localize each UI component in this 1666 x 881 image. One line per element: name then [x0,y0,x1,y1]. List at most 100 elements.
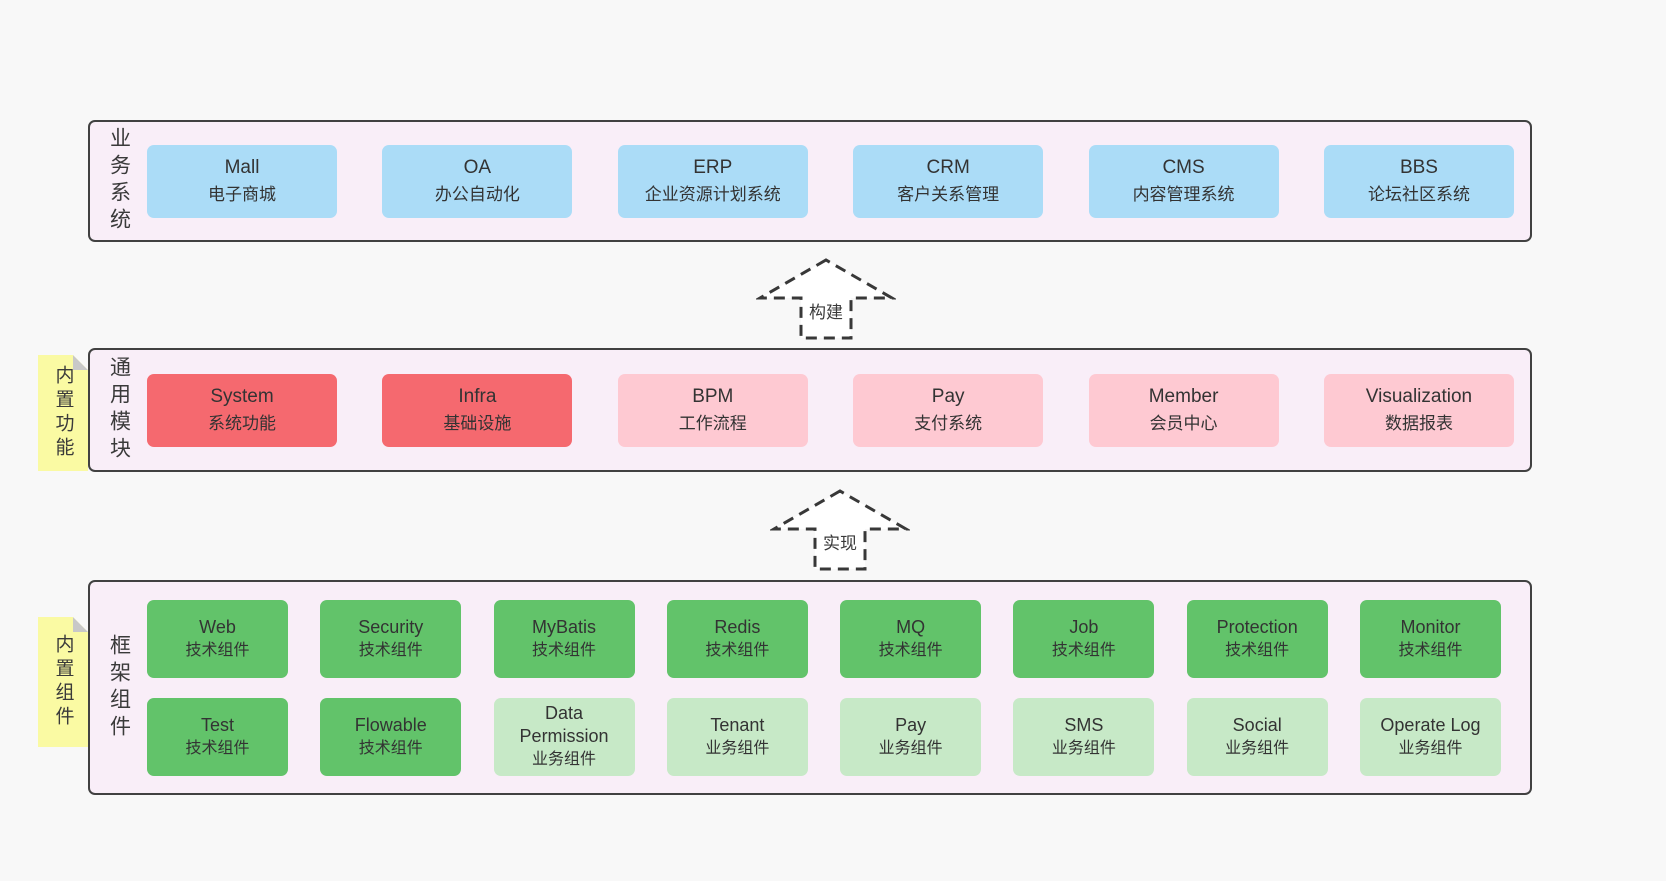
box-crm: CRM 客户关系管理 [853,144,1044,218]
box-title: MyBatis [532,616,597,637]
box-title: Web [199,616,236,637]
box-operate-log: Operate Log 业务组件 [1359,697,1501,776]
box-oa: OA 办公自动化 [382,144,573,218]
box-data-permission: Data Permission 业务组件 [493,697,635,776]
arrow-build-label: 构建 [806,298,846,323]
box-subtitle: 办公自动化 [434,185,520,204]
box-bbs: BBS 论坛社区系统 [1323,144,1514,218]
box-mybatis: MyBatis 技术组件 [493,599,635,678]
box-subtitle: 技术组件 [705,641,770,659]
note-text: 内置功能 [52,365,74,461]
note-fold-corner-icon [73,355,88,370]
box-subtitle: 技术组件 [185,739,250,757]
box-subtitle: 技术组件 [358,739,423,757]
box-title: Data Permission [519,703,609,746]
box-title: Security [358,616,424,637]
box-web: Web 技术组件 [147,599,288,678]
box-title: CRM [926,157,970,178]
box-title: Visualization [1365,386,1473,407]
arrow-build: 构建 [756,256,896,342]
box-title: Mall [224,157,260,178]
box-title: Pay [931,386,965,407]
box-subtitle: 业务组件 [532,751,597,768]
box-system: System 系统功能 [147,373,337,447]
box-subtitle: 企业资源计划系统 [644,185,781,204]
box-subtitle: 会员中心 [1149,414,1218,433]
box-title: BPM [692,386,734,407]
box-social: Social 业务组件 [1186,697,1328,776]
box-title: OA [463,157,492,178]
box-subtitle: 数据报表 [1384,414,1453,433]
box-subtitle: 内容管理系统 [1132,185,1235,204]
layer-common-modules: 通用模块 System 系统功能 Infra 基础设施 BPM 工作流程 Pay… [88,348,1532,472]
box-subtitle: 业务组件 [705,739,770,757]
box-mall: Mall 电子商城 [147,144,337,218]
box-subtitle: 技术组件 [878,641,943,659]
box-subtitle: 电子商城 [208,185,276,204]
box-title: Tenant [710,714,765,735]
note-builtin-functions: 内置功能 [38,355,88,471]
box-flowable: Flowable 技术组件 [320,697,462,776]
box-title: Protection [1216,616,1298,637]
box-title: Operate Log [1380,714,1481,735]
box-title: Pay [895,714,927,735]
box-sms: SMS 业务组件 [1013,697,1155,776]
box-subtitle: 技术组件 [1051,641,1116,659]
layer-business-systems: 业务系统 Mall 电子商城 OA 办公自动化 ERP 企业资源计划系统 CRM… [88,120,1532,242]
box-subtitle: 支付系统 [914,414,983,433]
box-pay: Pay 支付系统 [853,373,1044,447]
layer-framework-components-label: 框架组件 [107,633,131,742]
box-subtitle: 业务组件 [878,739,943,757]
note-builtin-components: 内置组件 [38,617,88,747]
box-cms: CMS 内容管理系统 [1088,144,1279,218]
box-subtitle: 工作流程 [678,414,747,433]
box-title: Job [1069,616,1099,637]
box-title: BBS [1399,157,1438,178]
box-redis: Redis 技术组件 [666,599,808,678]
box-subtitle: 技术组件 [1398,641,1463,659]
box-title: SMS [1064,714,1104,735]
note-fold-corner-icon [73,617,88,632]
box-subtitle: 系统功能 [208,414,276,433]
box-subtitle: 论坛社区系统 [1367,185,1470,204]
arrow-implement-label: 实现 [820,529,860,554]
arrow-implement: 实现 [770,487,910,573]
box-job: Job 技术组件 [1013,599,1155,678]
box-title: Member [1148,386,1219,407]
box-title: CMS [1162,157,1205,178]
box-title: ERP [693,157,733,178]
box-bpm: BPM 工作流程 [617,373,808,447]
layer-common-modules-label: 通用模块 [107,356,131,464]
box-title: Infra [458,386,497,407]
box-title: Test [200,714,234,735]
box-title: Flowable [354,714,427,735]
box-subtitle: 基础设施 [443,414,512,433]
box-pay-biz: Pay 业务组件 [840,697,982,776]
box-subtitle: 业务组件 [1051,739,1116,757]
note-text: 内置组件 [52,634,74,730]
box-subtitle: 技术组件 [532,641,597,659]
box-infra: Infra 基础设施 [382,373,573,447]
box-subtitle: 业务组件 [1225,739,1290,757]
box-subtitle: 技术组件 [1225,641,1290,659]
box-visualization: Visualization 数据报表 [1323,373,1514,447]
box-title: System [210,386,274,407]
box-security: Security 技术组件 [320,599,462,678]
box-title: Social [1232,714,1282,735]
box-mq: MQ 技术组件 [840,599,982,678]
layer-framework-components: 框架组件 Web 技术组件 Security 技术组件 MyBatis 技术组件… [88,580,1532,795]
box-monitor: Monitor 技术组件 [1359,599,1501,678]
box-member: Member 会员中心 [1088,373,1279,447]
box-subtitle: 技术组件 [185,641,250,659]
box-tenant: Tenant 业务组件 [666,697,808,776]
box-erp: ERP 企业资源计划系统 [617,144,808,218]
box-title: Redis [714,616,761,637]
box-protection: Protection 技术组件 [1186,599,1328,678]
box-subtitle: 客户关系管理 [897,185,1000,204]
box-title: Monitor [1400,616,1461,637]
box-subtitle: 业务组件 [1398,739,1463,757]
box-test: Test 技术组件 [147,697,288,776]
box-title: MQ [896,616,926,637]
box-subtitle: 技术组件 [358,641,423,659]
